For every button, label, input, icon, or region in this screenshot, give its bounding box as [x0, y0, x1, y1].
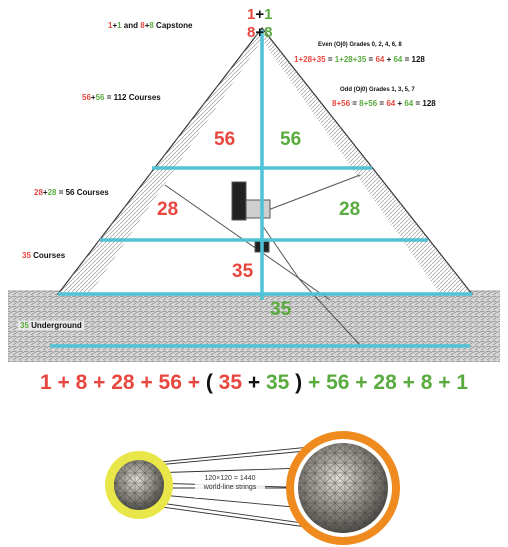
- pyramid-casing-left: [58, 28, 262, 294]
- even-eq-part: 1+28+35: [334, 55, 367, 64]
- capstone-label-c: 8: [140, 21, 145, 30]
- capstone-mid-a: 8: [247, 24, 256, 41]
- capstone-mid-plus: +: [255, 24, 265, 41]
- pyramid-casing-right: [262, 28, 472, 294]
- courses-35-rest: Courses: [30, 251, 66, 260]
- pyramid-diagram: [8, 27, 500, 362]
- equation-term: 35: [218, 371, 243, 394]
- odd-eq-part: +: [395, 99, 405, 108]
- sphere-center-line1: 120×120 = 1440: [204, 475, 256, 482]
- capstone-label: 1+1 and 8+8 Capstone: [108, 21, 193, 30]
- equation-term: +: [432, 371, 457, 394]
- equation-term: 1: [40, 371, 52, 394]
- courses-56-plus: +: [42, 188, 48, 197]
- equation-term: 56: [326, 371, 350, 394]
- tier-top-right-number: 56: [280, 129, 302, 150]
- underground-a: 35: [20, 321, 29, 330]
- courses-112-label: 56+56 = 112 Courses: [82, 93, 161, 102]
- even-eq-part: = 128: [402, 55, 425, 64]
- capstone-mid: 8+8: [247, 24, 272, 41]
- courses-56-b: 28: [47, 188, 57, 197]
- tier-under-number: 35: [270, 299, 292, 320]
- even-grades-title: Even (Oj0) Grades 0, 2, 4, 6, 8: [318, 42, 402, 48]
- equation-term: 35: [265, 371, 290, 394]
- capstone-top-a: 1: [247, 6, 256, 23]
- courses-35-a: 35: [22, 251, 31, 260]
- equation-term: +: [349, 371, 374, 394]
- equation-term: +: [396, 371, 421, 394]
- equation-term: 8: [420, 371, 433, 394]
- equation-term: 56: [158, 371, 182, 394]
- odd-eq-part: 8+56: [332, 99, 351, 108]
- even-eq-part: 64: [375, 55, 385, 64]
- even-eq-part: =: [366, 55, 376, 64]
- capstone-top: 1+1: [247, 6, 272, 23]
- equation-term: +: [302, 371, 327, 394]
- even-grades-equation: 1+28+35 = 1+28+35 = 64 + 64 = 128: [294, 55, 425, 64]
- odd-grades-equation: 8+56 = 8+56 = 64 + 64 = 128: [332, 99, 436, 108]
- courses-56-label: 28+28 = 56 Courses: [34, 188, 109, 197]
- sphere-diagram: [105, 431, 400, 545]
- even-eq-part: 1+28+35: [294, 55, 326, 64]
- even-eq-part: =: [325, 55, 335, 64]
- odd-grades-title: Odd (Oj0) Grades 1, 3, 5, 7: [340, 87, 415, 93]
- courses-35-label: 35 Courses: [22, 251, 65, 260]
- capstone-label-and: and: [121, 21, 141, 30]
- capstone-label-plus2: +: [144, 21, 150, 30]
- even-eq-part: +: [384, 55, 394, 64]
- equation-term: +: [51, 371, 76, 394]
- capstone-top-plus: +: [255, 6, 265, 23]
- equation-term: +: [242, 371, 266, 394]
- sphere-center-label: 120×120 = 1440 world-line strings: [196, 474, 264, 492]
- tier-mid-right-number: 28: [339, 199, 361, 220]
- tier-top-left-number: 56: [214, 129, 236, 150]
- sphere-center-line2: world-line strings: [203, 484, 257, 491]
- equation-term: 1: [456, 371, 468, 394]
- equation-term: 28: [111, 371, 135, 394]
- even-eq-part: 64: [393, 55, 403, 64]
- capstone-label-plus1: +: [112, 21, 118, 30]
- tier-low-number: 35: [232, 261, 254, 282]
- courses-56-rest: = 56 Courses: [56, 188, 109, 197]
- odd-eq-part: =: [377, 99, 387, 108]
- capstone-label-rest: Capstone: [153, 21, 193, 30]
- equation-term: +: [181, 371, 206, 394]
- odd-eq-part: =: [350, 99, 360, 108]
- equation-term: 8: [75, 371, 88, 394]
- equation-term: 28: [373, 371, 397, 394]
- odd-eq-part: 8+56: [359, 99, 378, 108]
- courses-112-a: 56: [82, 93, 91, 102]
- cyan-guide-lines: [50, 30, 472, 348]
- courses-112-b: 56: [95, 93, 105, 102]
- sum-equation: 1 + 8 + 28 + 56 + ( 35 + 35 ) + 56 + 28 …: [0, 371, 508, 395]
- capstone-mid-b: 8: [264, 24, 273, 41]
- capstone-label-a: 1: [108, 21, 113, 30]
- equation-term: +: [87, 371, 112, 394]
- underground-label: 35 Underground: [18, 321, 84, 330]
- underground-bedrock: [8, 290, 500, 362]
- odd-eq-part: 64: [404, 99, 414, 108]
- courses-112-rest: = 112 Courses: [104, 93, 161, 102]
- courses-112-plus: +: [90, 93, 96, 102]
- equation-term: ): [289, 371, 303, 394]
- odd-eq-part: 64: [386, 99, 396, 108]
- equation-term: (: [205, 371, 219, 394]
- courses-56-a: 28: [34, 188, 43, 197]
- capstone-label-b: 1: [117, 21, 122, 30]
- tier-mid-left-number: 28: [157, 199, 179, 220]
- odd-eq-part: = 128: [413, 99, 436, 108]
- underground-rest: Underground: [28, 321, 82, 330]
- capstone-label-d: 8: [149, 21, 154, 30]
- equation-term: +: [134, 371, 159, 394]
- capstone-top-b: 1: [264, 6, 273, 23]
